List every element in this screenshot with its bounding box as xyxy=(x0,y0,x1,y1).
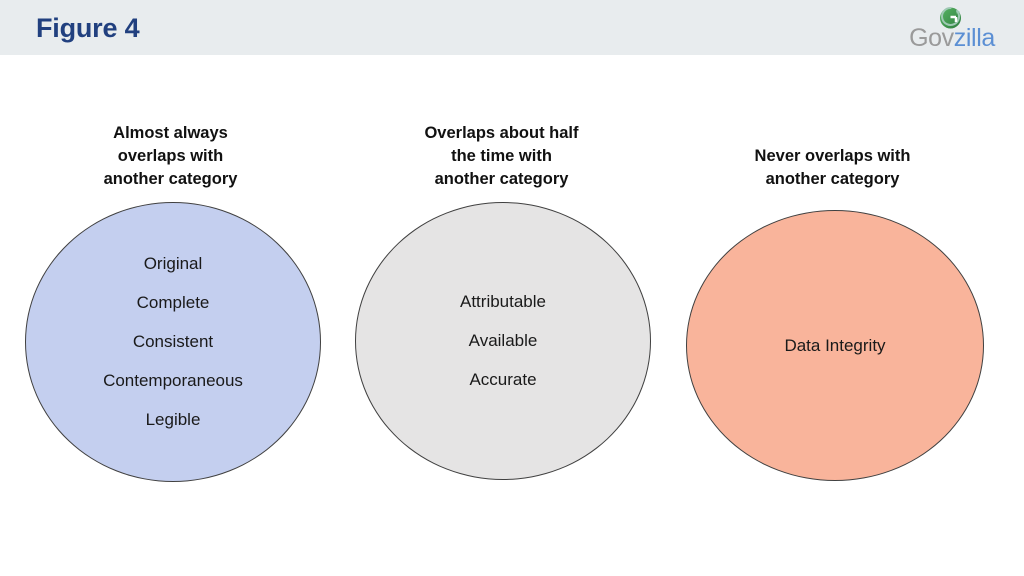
page-title: Figure 4 xyxy=(36,13,140,43)
circle-item: Accurate xyxy=(469,370,537,389)
category-column-2: Overlaps about half the time with anothe… xyxy=(331,55,672,576)
logo-text-zilla: zilla xyxy=(953,24,995,52)
category-circle-1: Original Complete Consistent Contemporan… xyxy=(25,202,321,482)
govzilla-wordmark: Govzilla xyxy=(898,24,1006,52)
category-column-1: Almost always overlaps with another cate… xyxy=(0,55,341,576)
circle-item: Legible xyxy=(145,410,201,429)
circle-item: Original xyxy=(143,254,203,273)
category-caption-3: Never overlaps with another category xyxy=(754,147,911,188)
circle-item: Attributable xyxy=(460,292,546,311)
category-caption-2: Overlaps about half the time with anothe… xyxy=(424,124,579,188)
circle-item: Complete xyxy=(136,293,210,312)
circle-item: Data Integrity xyxy=(784,335,886,355)
category-circles-diagram: Almost always overlaps with another cate… xyxy=(0,55,1024,576)
category-circle-3: Data Integrity xyxy=(686,210,984,481)
govzilla-g-icon xyxy=(940,7,961,29)
govzilla-logo: Govzilla xyxy=(898,2,1006,52)
category-column-3: Never overlaps with another category Dat… xyxy=(662,55,1003,576)
header-band: Figure 4 Govzilla xyxy=(0,0,1024,55)
logo-text-gov: Gov xyxy=(909,24,954,52)
circle-item: Contemporaneous xyxy=(103,371,243,390)
category-circle-2: Attributable Available Accurate xyxy=(355,202,651,480)
category-caption-1: Almost always overlaps with another cate… xyxy=(103,124,238,188)
circle-item: Available xyxy=(468,331,538,350)
circle-item: Consistent xyxy=(132,332,214,351)
